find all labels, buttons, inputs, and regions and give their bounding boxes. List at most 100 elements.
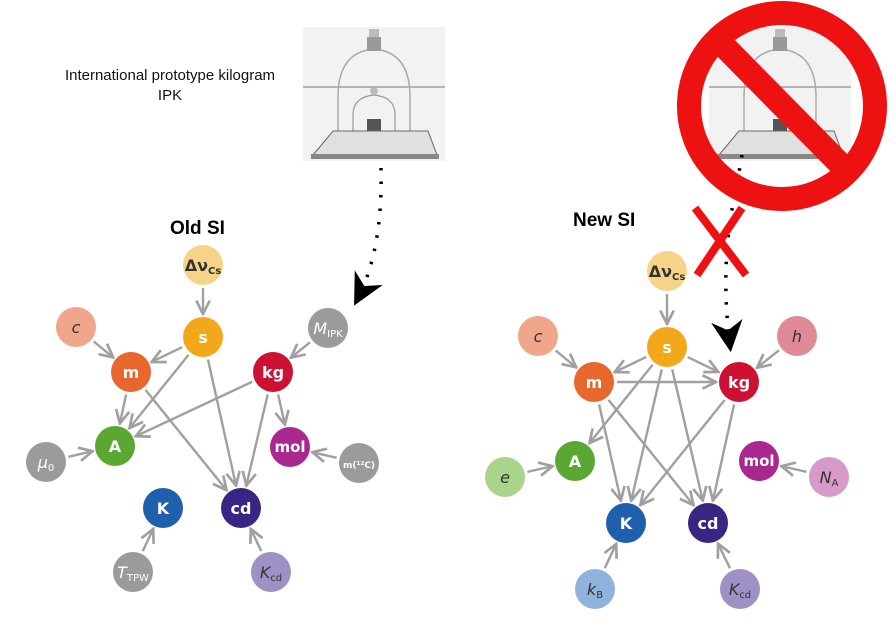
edge-m-to-A	[120, 394, 126, 423]
node-mol: mol	[270, 427, 310, 467]
ipk-caption-line1: International prototype kilogram	[64, 67, 276, 84]
edge-s-to-A	[589, 364, 654, 443]
node-circle	[720, 569, 760, 609]
node-TTPW: TTPW	[113, 552, 153, 592]
edge-m-to-cd	[607, 399, 693, 505]
edge-kg-to-cd	[713, 404, 736, 500]
edge-mu0-to-A	[68, 451, 92, 457]
node-dnu: ΔνCs	[647, 251, 687, 291]
node-c: c	[56, 307, 96, 347]
node-circle	[339, 443, 379, 483]
node-A: A	[555, 441, 595, 481]
node-kg: kg	[719, 362, 759, 402]
node-circle	[183, 317, 223, 357]
node-circle	[26, 442, 66, 482]
node-label: mol	[743, 452, 774, 470]
edge-kg-to-cd	[246, 394, 269, 485]
node-label: A	[569, 452, 582, 471]
node-circle	[574, 362, 614, 402]
edge-h-to-kg	[757, 349, 780, 367]
node-label: c	[72, 318, 81, 337]
node-circle	[113, 552, 153, 592]
node-label: m(¹²C)	[343, 461, 375, 471]
node-circle	[485, 457, 525, 497]
node-circle	[575, 569, 615, 609]
edge-kg-to-A	[136, 380, 253, 436]
edge-Kcd-to-cd	[251, 529, 261, 552]
node-circle	[183, 245, 223, 285]
old-si-edges	[68, 288, 337, 552]
node-circle	[251, 552, 291, 592]
cross-mark-icon	[691, 205, 750, 278]
node-mu0: μ0	[26, 442, 66, 482]
edge-c-to-m	[93, 340, 113, 358]
node-kg: kg	[253, 352, 293, 392]
node-label: kg	[262, 363, 284, 382]
node-label: e	[500, 468, 510, 487]
node-label: cd	[231, 499, 252, 518]
node-Kcd: Kcd	[251, 552, 291, 592]
node-circle	[221, 488, 261, 528]
node-dnu: ΔνCs	[183, 245, 223, 285]
edge-s-to-kg	[687, 355, 719, 372]
node-mol: mol	[739, 441, 779, 481]
node-circle	[719, 362, 759, 402]
old-si-title: Old SI	[170, 218, 225, 239]
node-circle	[518, 316, 558, 356]
node-circle	[253, 352, 293, 392]
node-m: m	[111, 352, 151, 392]
node-circle	[308, 308, 348, 348]
edge-kg-to-K	[640, 399, 726, 505]
edge-s-to-m	[152, 345, 183, 362]
node-s: s	[183, 317, 223, 357]
node-Kcd: Kcd	[720, 569, 760, 609]
node-label: s	[662, 338, 672, 357]
edge-NA-to-mol	[781, 466, 807, 472]
edge-kB-to-K	[605, 544, 616, 569]
node-circle	[95, 426, 135, 466]
node-circle	[647, 251, 687, 291]
new-si-edges	[527, 294, 807, 569]
edge-m-to-cd	[144, 389, 226, 490]
node-label: m	[123, 363, 140, 382]
node-label: kg	[728, 373, 750, 392]
node-m: m	[574, 362, 614, 402]
node-c: c	[518, 316, 558, 356]
node-circle	[606, 503, 646, 543]
ipk-illustration-old	[303, 27, 445, 161]
ipk-caption-line2: IPK	[157, 87, 183, 104]
edge-s-to-A	[129, 354, 190, 428]
node-circle	[56, 307, 96, 347]
node-h: h	[777, 316, 817, 356]
node-circle	[555, 441, 595, 481]
node-K: K	[143, 488, 183, 528]
node-label: c	[534, 327, 543, 346]
node-circle	[143, 488, 183, 528]
node-A: A	[95, 426, 135, 466]
node-circle	[739, 441, 779, 481]
node-kB: kB	[575, 569, 615, 609]
edge-Kcd-to-cd	[718, 544, 732, 569]
node-m12C: m(¹²C)	[339, 443, 379, 483]
edge-s-to-cd	[206, 359, 236, 485]
node-cd: cd	[688, 503, 728, 543]
node-s: s	[647, 327, 687, 367]
ipk-caption: International prototype kilogram IPK	[20, 66, 320, 106]
edge-s-to-m	[615, 355, 647, 372]
node-label: s	[198, 328, 208, 347]
edge-kg-to-mol	[278, 394, 285, 424]
node-label: K	[620, 514, 633, 533]
node-circle	[688, 503, 728, 543]
node-e: e	[485, 457, 525, 497]
node-MIPK: MIPK	[308, 308, 348, 348]
edge-TTPW-to-K	[143, 529, 153, 552]
node-label: mol	[274, 438, 305, 456]
node-K: K	[606, 503, 646, 543]
new-si-title: New SI	[573, 210, 636, 231]
edge-c-to-m	[555, 349, 576, 368]
node-circle	[777, 316, 817, 356]
edge-MIPK-to-kg	[291, 341, 311, 357]
